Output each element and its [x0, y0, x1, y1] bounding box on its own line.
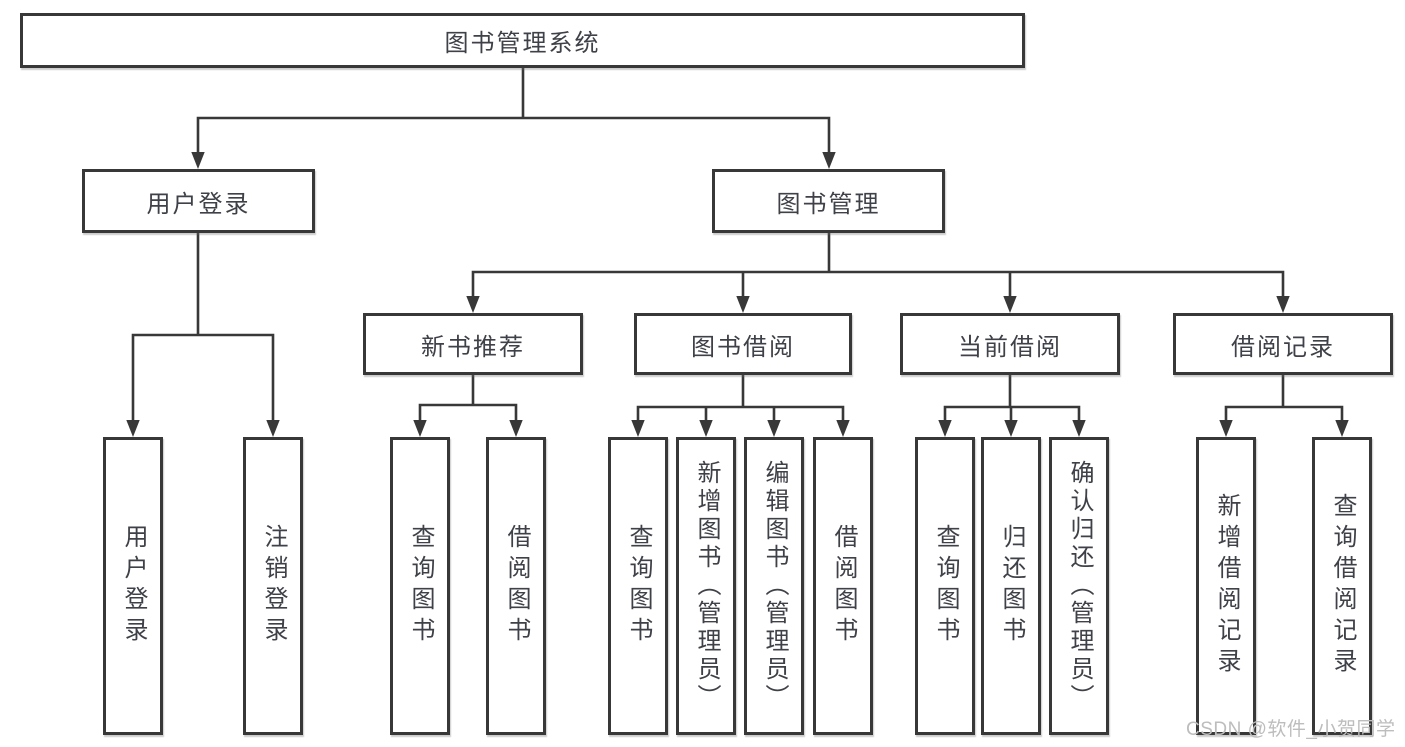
- leaf-query-book-borrow-label: 查询图书: [625, 524, 652, 648]
- connector-user-login-to-leaves: [126, 233, 280, 437]
- leaf-return-book-label: 归还图书: [998, 524, 1025, 648]
- leaf-query-book-recommend: 查询图书: [390, 437, 450, 735]
- leaf-borrow-book-label: 借阅图书: [830, 524, 857, 648]
- leaf-add-book-admin: 新增图书（管理员）: [676, 437, 736, 735]
- connector-root-to-level1: [191, 68, 836, 169]
- node-current-borrow: 当前借阅: [900, 313, 1120, 375]
- connector-current-borrow-to-leaves: [938, 375, 1086, 437]
- watermark: CSDN @软件_小贺同学: [1186, 719, 1396, 740]
- leaf-query-book-borrow: 查询图书: [608, 437, 668, 735]
- leaf-logout: 注销登录: [243, 437, 303, 735]
- leaf-borrow-book-recommend-label: 借阅图书: [503, 524, 530, 648]
- leaf-confirm-return-admin-label: 确认归还（管理员）: [1066, 460, 1093, 712]
- node-new-book-recommend: 新书推荐: [363, 313, 583, 375]
- leaf-logout-label: 注销登录: [260, 524, 287, 648]
- leaf-add-borrow-record-label: 新增借阅记录: [1213, 493, 1240, 679]
- leaf-borrow-book: 借阅图书: [813, 437, 873, 735]
- node-user-login: 用户登录: [82, 169, 315, 233]
- leaf-query-borrow-record-label: 查询借阅记录: [1329, 493, 1356, 679]
- node-library-system: 图书管理系统: [20, 13, 1025, 68]
- connector-new-book-recommend-to-leaves: [413, 375, 523, 437]
- node-borrow-records: 借阅记录: [1173, 313, 1393, 375]
- node-book-management: 图书管理: [712, 169, 945, 233]
- node-book-borrow: 图书借阅: [634, 313, 852, 375]
- leaf-edit-book-admin: 编辑图书（管理员）: [744, 437, 804, 735]
- leaf-add-borrow-record: 新增借阅记录: [1196, 437, 1256, 735]
- connector-book-borrow-to-leaves: [631, 375, 850, 437]
- connector-borrow-records-to-leaves: [1219, 375, 1349, 437]
- leaf-borrow-book-recommend: 借阅图书: [486, 437, 546, 735]
- leaf-query-borrow-record: 查询借阅记录: [1312, 437, 1372, 735]
- leaf-query-book-current: 查询图书: [915, 437, 975, 735]
- leaf-edit-book-admin-label: 编辑图书（管理员）: [761, 460, 788, 712]
- leaf-user-login-label: 用户登录: [120, 524, 147, 648]
- leaf-return-book: 归还图书: [981, 437, 1041, 735]
- leaf-query-book-recommend-label: 查询图书: [407, 524, 434, 648]
- leaf-confirm-return-admin: 确认归还（管理员）: [1049, 437, 1109, 735]
- leaf-query-book-current-label: 查询图书: [932, 524, 959, 648]
- connector-book-mgmt-to-level2: [466, 233, 1290, 313]
- leaf-add-book-admin-label: 新增图书（管理员）: [693, 460, 720, 712]
- leaf-user-login: 用户登录: [103, 437, 163, 735]
